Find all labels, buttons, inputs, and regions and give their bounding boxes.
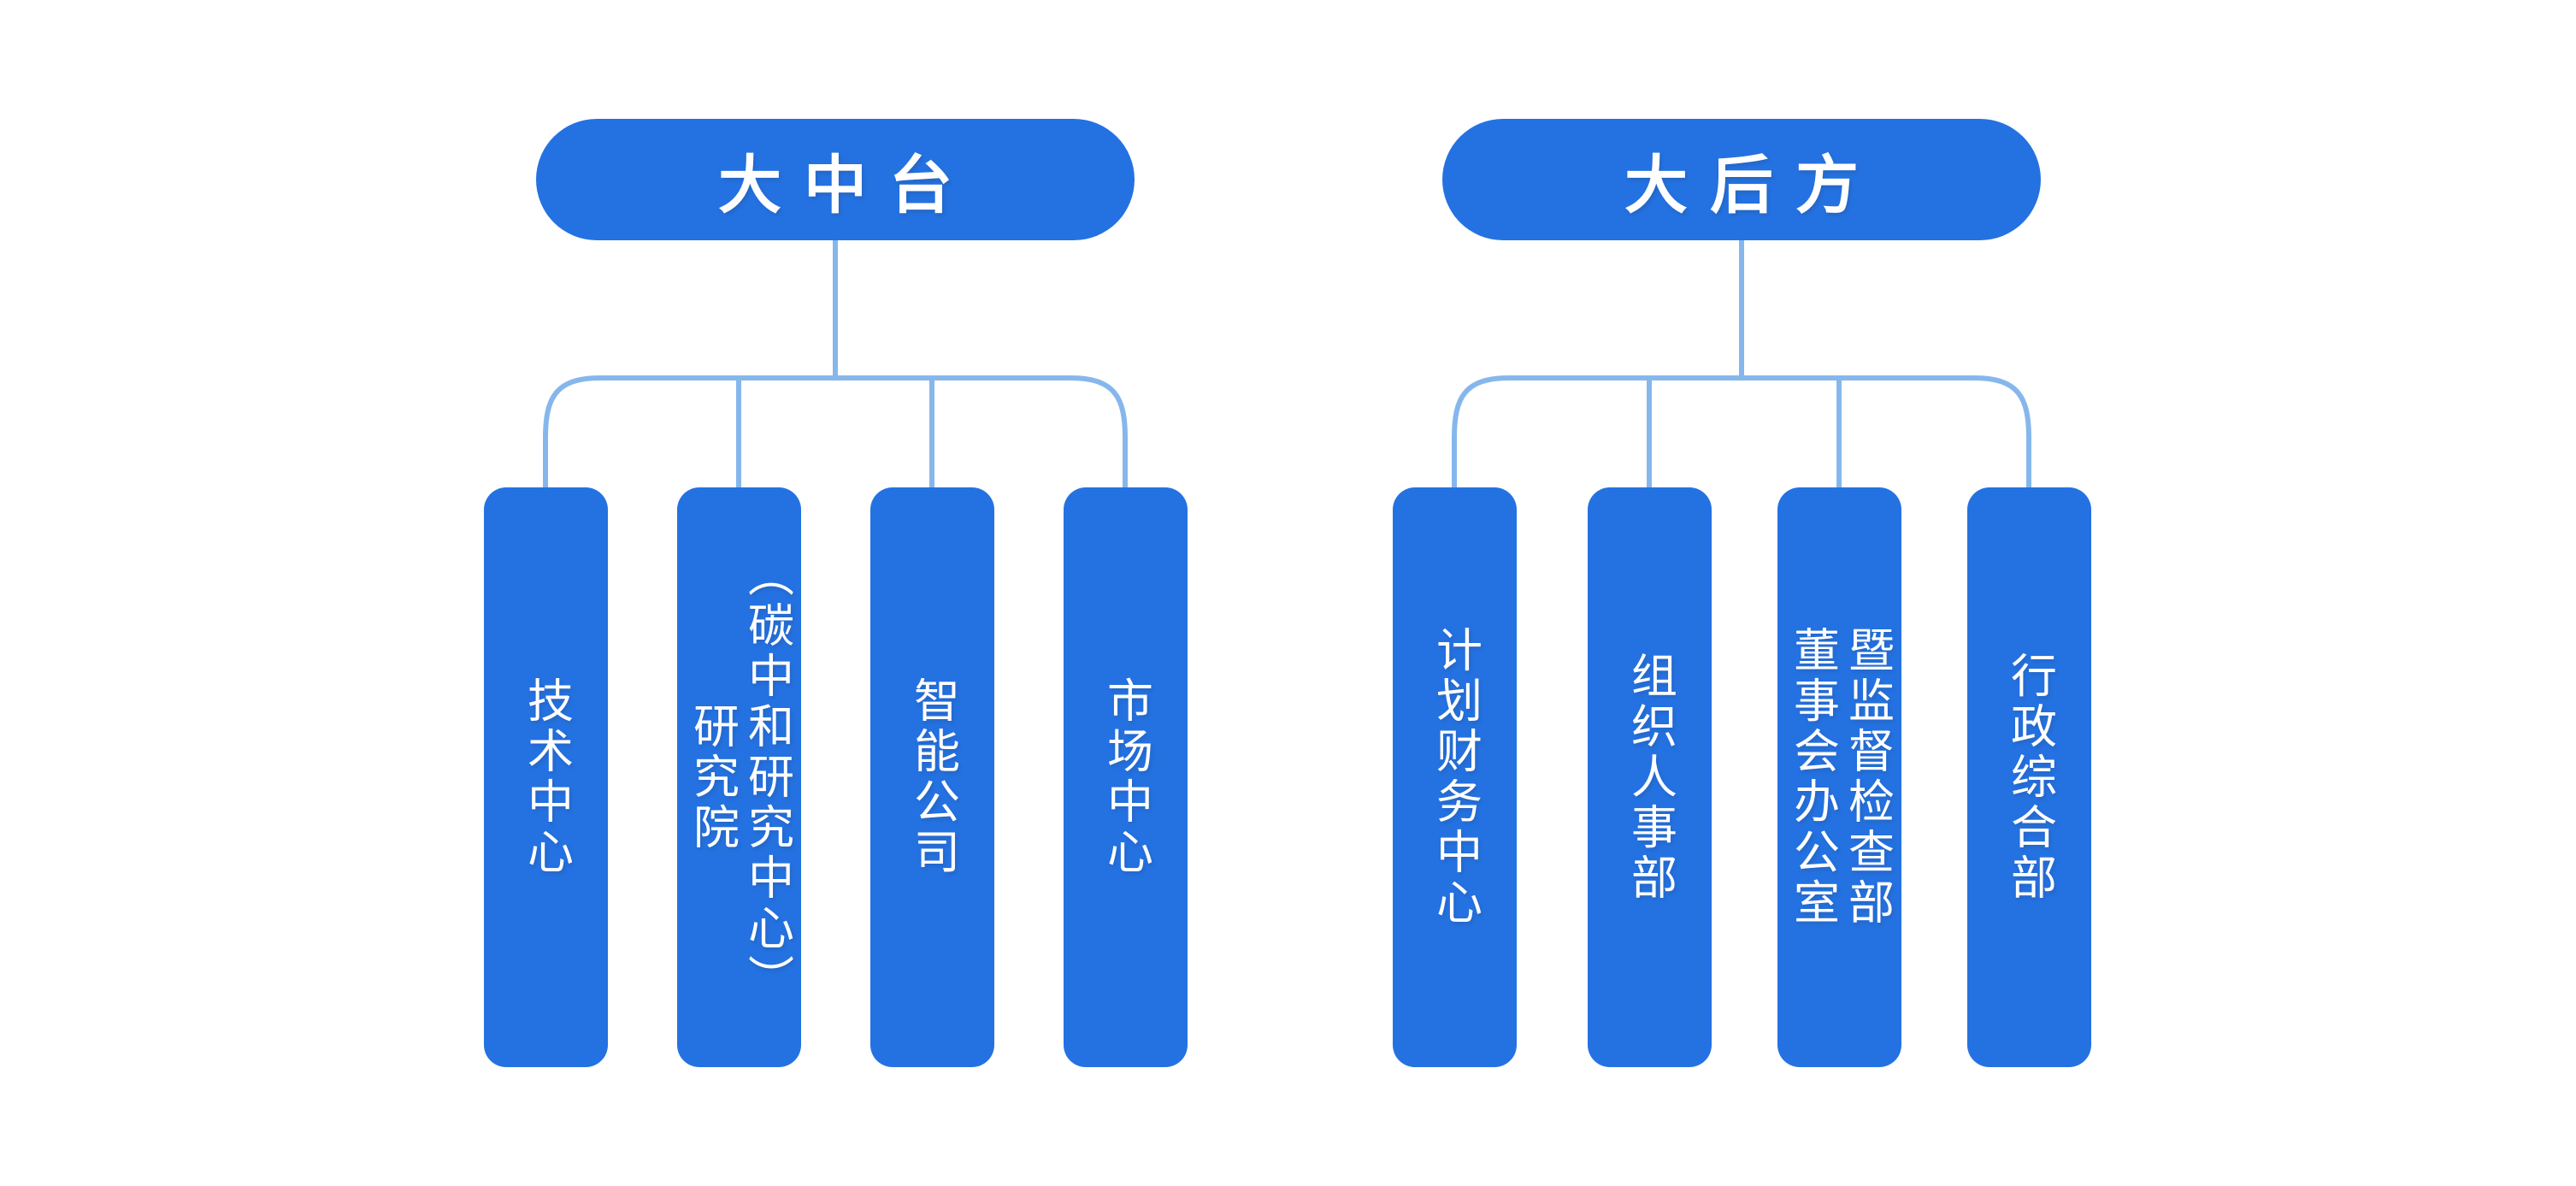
child-node-admin-general-dept: 行政综合部 — [1967, 487, 2091, 1067]
parent-node-label: 大中台 — [718, 149, 975, 221]
child-node-board-office-supervision-dept: 董事会办公室 暨监督检查部 — [1777, 487, 1901, 1067]
child-node-technology-center: 技术中心 — [484, 487, 608, 1067]
parent-node-da-zhong-tai: 大中台 — [536, 119, 1135, 240]
child-node-label: 组织人事部 — [1624, 651, 1676, 904]
child-node-market-center: 市场中心 — [1064, 487, 1188, 1067]
child-node-intelligent-company: 智能公司 — [870, 487, 994, 1067]
parent-node-label: 大后方 — [1624, 149, 1881, 221]
child-node-label: 智能公司 — [906, 676, 958, 878]
child-node-label: 计划财务中心 — [1429, 626, 1481, 929]
child-node-label: 研究院 （碳中和研究中心） — [686, 550, 793, 1005]
child-node-label: 行政综合部 — [2003, 651, 2055, 904]
child-node-label: 董事会办公室 暨监督检查部 — [1786, 626, 1893, 929]
connector-bus-right — [1452, 375, 2031, 487]
child-node-label: 市场中心 — [1099, 676, 1152, 878]
child-node-planning-finance-center: 计划财务中心 — [1393, 487, 1517, 1067]
child-node-organization-personnel-dept: 组织人事部 — [1588, 487, 1712, 1067]
child-node-label: 技术中心 — [520, 676, 572, 878]
parent-node-da-hou-fang: 大后方 — [1442, 119, 2041, 240]
child-node-research-institute: 研究院 （碳中和研究中心） — [677, 487, 801, 1067]
connector-bus-left — [543, 375, 1128, 487]
